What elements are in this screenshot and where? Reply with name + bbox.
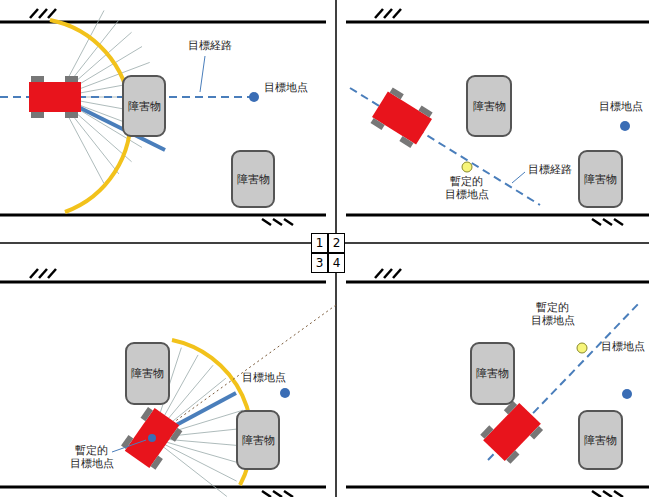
annotation-label: 目標経路 [528,164,572,177]
obstacle-label: 障害物 [473,99,506,114]
stroke [603,219,612,225]
stroke [273,491,282,497]
obstacle-box: 障害物 [578,410,623,470]
stroke [30,9,38,18]
stroke [284,219,293,225]
stroke [39,9,47,18]
stroke [262,491,271,497]
stroke [393,269,401,278]
stroke [48,9,56,18]
obstacle-box: 障害物 [466,75,512,137]
annotation-label: 暫定的 目標地点 [529,302,576,327]
stroke [30,269,38,278]
stroke [614,219,623,225]
obstacle-label: 障害物 [237,172,270,187]
annotation-label: 目標経路 [188,40,232,53]
panel-number-text: 4 [333,256,341,270]
obstacle-box: 障害物 [578,150,623,208]
annotation-label: 暫定的 目標地点 [443,176,490,201]
panel-number-text: 1 [316,236,324,250]
stroke [603,491,612,497]
stroke [48,269,56,278]
obstacle-box: 障害物 [231,150,275,208]
annotation-label: 目標地点 [599,101,643,114]
panel-number: 2 [328,233,345,253]
stroke [262,219,271,225]
panel-number-text: 3 [316,256,324,270]
annotation-label: 目標地点 [264,82,308,95]
stroke [592,219,601,225]
obstacle-box: 障害物 [122,75,166,137]
stroke [384,269,392,278]
annotation-label: 目標地点 [601,341,645,354]
obstacle-label: 障害物 [131,366,164,381]
annotation-label: 暫定的 目標地点 [68,445,115,470]
obstacle-box: 障害物 [236,410,280,470]
stroke [39,269,47,278]
stroke [273,219,282,225]
panel-number: 1 [311,233,328,253]
stroke [384,9,392,18]
annotation-label: 目標地点 [242,372,286,385]
stroke [375,9,383,18]
stroke [614,491,623,497]
obstacle-label: 障害物 [242,433,275,448]
stroke [393,9,401,18]
obstacle-box: 障害物 [470,342,515,405]
panel-number-text: 2 [333,236,341,250]
stroke [375,269,383,278]
obstacle-label: 障害物 [584,433,617,448]
obstacle-label: 障害物 [128,99,161,114]
panel-number: 4 [328,253,345,273]
obstacle-label: 障害物 [584,172,617,187]
panel-number: 3 [311,253,328,273]
stroke [592,491,601,497]
obstacle-box: 障害物 [125,342,170,405]
obstacle-label: 障害物 [476,366,509,381]
stroke [284,491,293,497]
